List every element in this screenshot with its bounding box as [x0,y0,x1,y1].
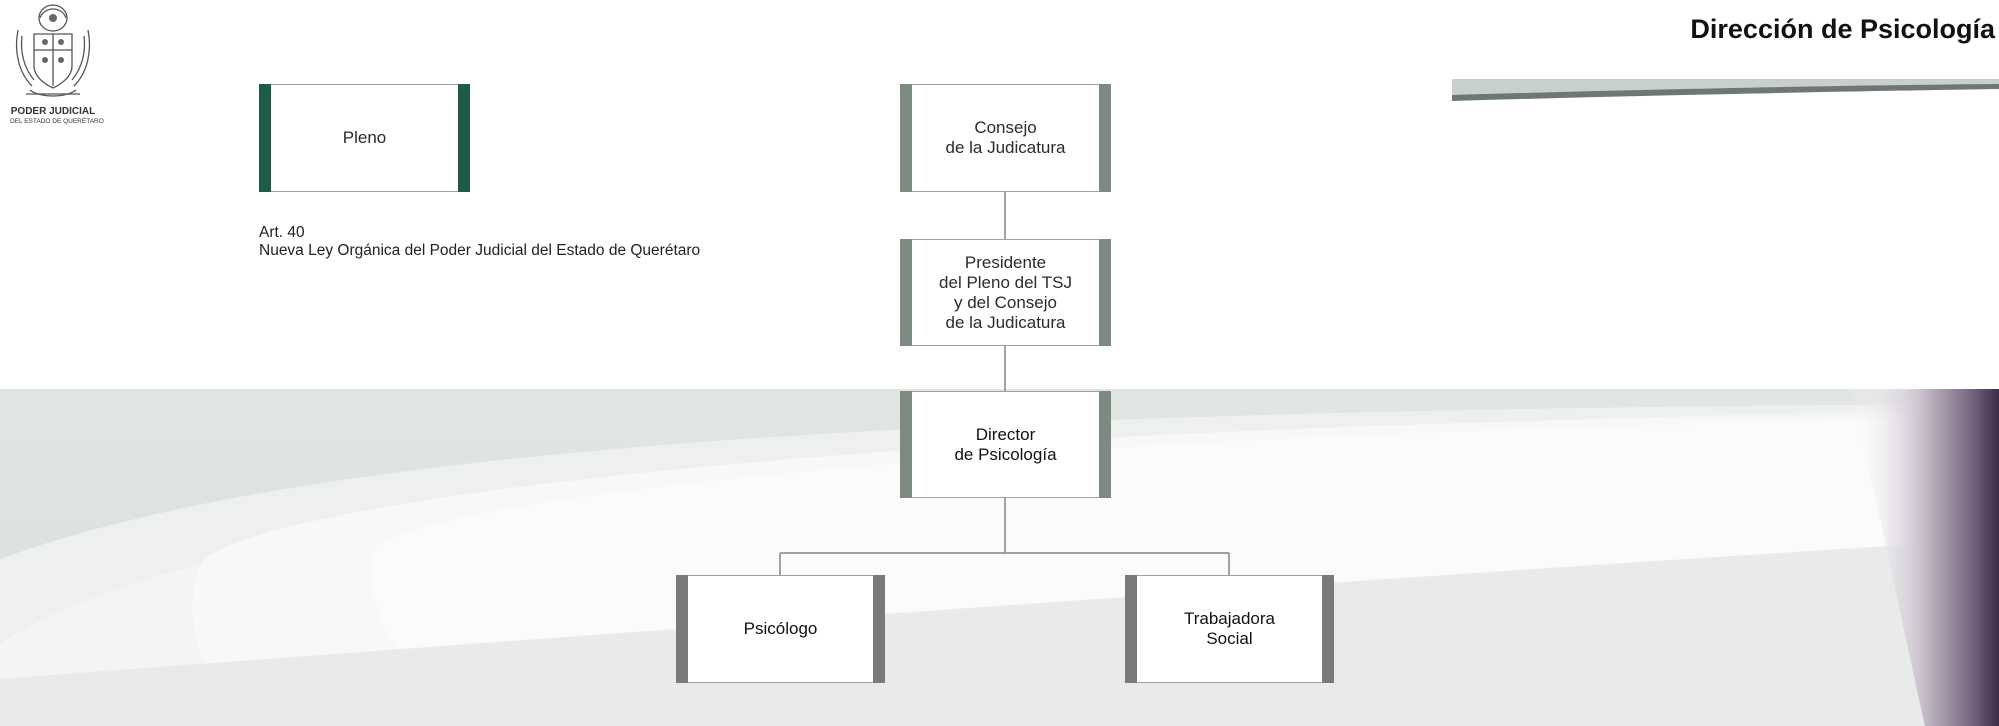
legal-article: Art. 40 [259,224,305,241]
node-psicologo: Psicólogo [676,575,885,683]
node-director-label: Director de Psicología [954,424,1057,464]
background-swoosh [0,389,1999,726]
legal-reference: Art. 40 Nueva Ley Orgánica del Poder Jud… [259,224,700,260]
logo-subtitle: DEL ESTADO DE QUERÉTARO [10,118,104,125]
header-decorative-band [1452,79,1999,101]
node-pleno-label: Pleno [342,128,387,147]
node-trabajadora-social: Trabajadora Social [1125,575,1334,683]
node-presidente: Presidente del Pleno del TSJ y del Conse… [900,239,1111,346]
node-trabajadora-label: Trabajadora Social [1183,609,1276,648]
node-director-psicologia: Director de Psicología [900,391,1111,498]
poder-judicial-logo: PODER JUDICIAL DEL ESTADO DE QUERÉTARO [10,0,104,130]
node-presidente-label: Presidente del Pleno del TSJ y del Conse… [939,252,1072,332]
node-consejo-label: Consejo de la Judicatura [945,118,1066,157]
logo-title: PODER JUDICIAL [10,106,96,117]
page-title: Dirección de Psicología [1690,14,1995,44]
node-pleno: Pleno [259,84,470,192]
node-consejo-judicatura: Consejo de la Judicatura [900,84,1111,192]
node-psicologo-label: Psicólogo [743,619,818,638]
legal-law-name: Nueva Ley Orgánica del Poder Judicial de… [259,242,701,259]
coat-of-arms-icon [15,4,91,97]
